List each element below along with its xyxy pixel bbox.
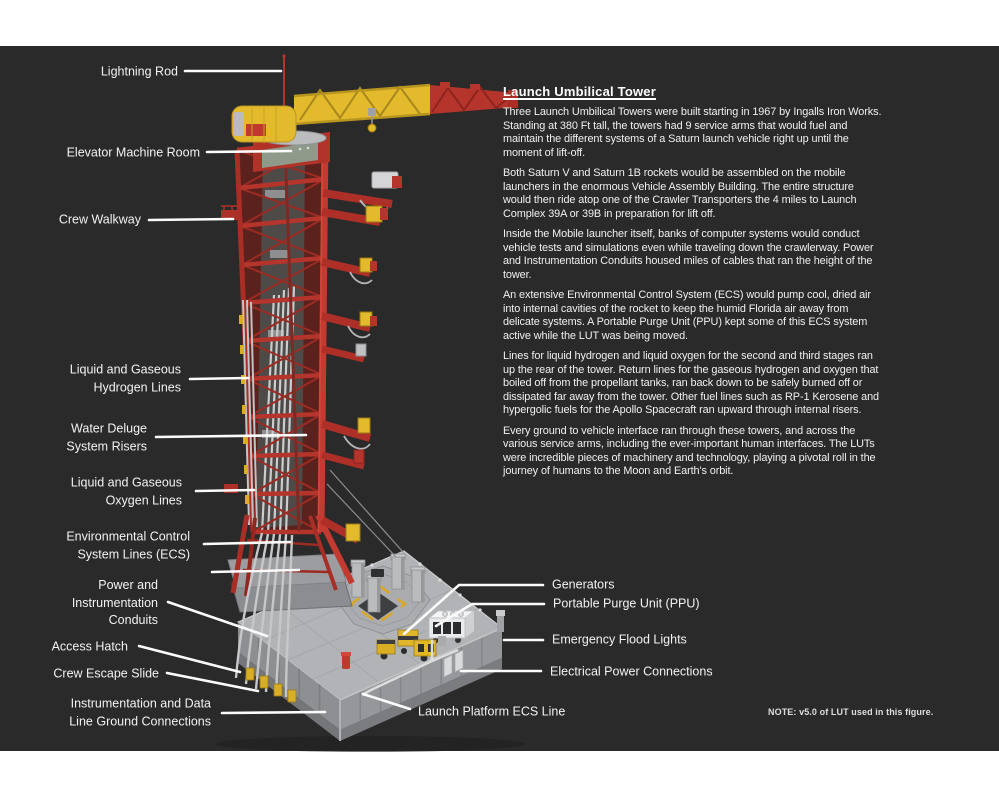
service-arm bbox=[321, 205, 388, 226]
tower-left-bracket bbox=[224, 484, 238, 493]
article-paragraph: Lines for liquid hydrogen and liquid oxy… bbox=[503, 350, 879, 416]
crew-walkway-ledge bbox=[221, 205, 239, 220]
label-ppu: Portable Purge Unit (PPU) bbox=[553, 595, 700, 613]
platform-shadow bbox=[215, 736, 525, 752]
leader-lines bbox=[137, 69, 546, 715]
label-text: Water Deluge System Risers bbox=[66, 421, 147, 454]
label-text: Lightning Rod bbox=[100, 64, 178, 79]
pipe-bumpers bbox=[245, 667, 297, 703]
label-text: Liquid and Gaseous Hydrogen Lines bbox=[69, 362, 181, 395]
article: Launch Umbilical Tower Three Launch Umbi… bbox=[503, 84, 973, 486]
hold-down-arms bbox=[350, 553, 426, 613]
riser-yellow-marks bbox=[239, 315, 249, 504]
deck-equipment-box bbox=[371, 569, 384, 577]
leader-hydrogen-lines bbox=[188, 376, 250, 381]
service-arm bbox=[320, 516, 361, 544]
leader-elevator-machine-room bbox=[205, 149, 293, 154]
label-text: Portable Purge Unit (PPU) bbox=[553, 596, 700, 611]
article-title: Launch Umbilical Tower bbox=[503, 84, 656, 99]
label-text: Crew Walkway bbox=[58, 212, 141, 227]
generators bbox=[376, 629, 446, 662]
leader-platform-ecs-line bbox=[361, 692, 412, 711]
leader-crew-walkway bbox=[147, 217, 235, 222]
label-platform-ecs-line: Launch Platform ECS Line bbox=[418, 703, 565, 721]
service-arm bbox=[320, 417, 372, 450]
label-ground-connections: Instrumentation and Data Line Ground Con… bbox=[69, 696, 211, 731]
article-paragraph: Inside the Mobile launcher itself, banks… bbox=[503, 228, 874, 281]
article-paragraph: Both Saturn V and Saturn 1B rockets woul… bbox=[503, 167, 857, 220]
leader-ppu bbox=[434, 602, 546, 628]
leader-water-deluge bbox=[154, 433, 308, 439]
label-flood-lights: Emergency Flood Lights bbox=[552, 631, 687, 649]
label-text: Crew Escape Slide bbox=[53, 666, 159, 681]
label-crew-walkway: Crew Walkway bbox=[59, 211, 141, 229]
leader-access-hatch bbox=[137, 644, 242, 674]
article-paragraph: Three Launch Umbilical Towers were built… bbox=[503, 106, 882, 159]
service-arm bbox=[321, 257, 377, 285]
leader-crew-escape-slide bbox=[165, 671, 260, 693]
label-hydrogen-lines: Liquid and Gaseous Hydrogen Lines bbox=[70, 362, 181, 397]
label-text: Instrumentation and Data Line Ground Con… bbox=[69, 696, 211, 729]
label-text: Environmental Control System Lines (ECS) bbox=[66, 529, 190, 562]
leader-power-conduits bbox=[166, 600, 269, 638]
umbilical-pipe-fan bbox=[234, 532, 294, 698]
label-text: Liquid and Gaseous Oxygen Lines bbox=[70, 475, 182, 508]
label-text: Launch Platform ECS Line bbox=[418, 704, 566, 719]
launch-platform bbox=[215, 550, 525, 752]
flood-light bbox=[496, 610, 505, 632]
label-ecs-lines: Environmental Control System Lines (ECS) bbox=[66, 529, 190, 564]
leader-generators bbox=[402, 583, 545, 636]
label-text: Access Hatch bbox=[51, 639, 128, 654]
crane-jib bbox=[293, 82, 518, 126]
electrical-panels bbox=[443, 649, 464, 678]
leader-ground-connections bbox=[220, 710, 327, 715]
label-lightning-rod: Lightning Rod bbox=[101, 63, 178, 81]
label-text: Electrical Power Connections bbox=[550, 664, 713, 679]
hammerhead-crane bbox=[231, 54, 518, 146]
leader-oxygen-lines bbox=[194, 488, 256, 493]
label-text: Elevator Machine Room bbox=[66, 145, 200, 160]
label-access-hatch: Access Hatch bbox=[52, 638, 128, 656]
label-oxygen-lines: Liquid and Gaseous Oxygen Lines bbox=[71, 475, 182, 510]
figure-note: NOTE: v5.0 of LUT used in this figure. bbox=[768, 707, 934, 717]
leader-ecs-lines-b bbox=[210, 568, 301, 574]
ecs-pipe bbox=[361, 640, 459, 697]
label-water-deluge: Water Deluge System Risers bbox=[66, 421, 147, 456]
label-text: Power and Instrumentation Conduits bbox=[71, 577, 158, 627]
service-arm bbox=[322, 171, 402, 213]
service-arms bbox=[320, 171, 402, 544]
leader-ecs-lines-a bbox=[202, 540, 292, 546]
deck-red-riser bbox=[341, 652, 351, 669]
label-text: Emergency Flood Lights bbox=[552, 632, 687, 647]
label-text: Generators bbox=[552, 577, 615, 592]
service-arm bbox=[321, 449, 365, 470]
article-paragraph: Every ground to vehicle interface ran th… bbox=[503, 424, 876, 478]
crane-hook bbox=[367, 108, 377, 133]
label-crew-escape-slide: Crew Escape Slide bbox=[53, 665, 159, 683]
label-power-conduits: Power and Instrumentation Conduits bbox=[72, 577, 158, 630]
service-arm bbox=[321, 311, 377, 339]
service-arm bbox=[321, 343, 367, 363]
label-generators: Generators bbox=[552, 576, 615, 594]
label-electrical-power: Electrical Power Connections bbox=[550, 663, 713, 681]
article-paragraph: An extensive Environmental Control Syste… bbox=[503, 289, 871, 342]
label-elevator-machine-room: Elevator Machine Room bbox=[67, 144, 200, 162]
